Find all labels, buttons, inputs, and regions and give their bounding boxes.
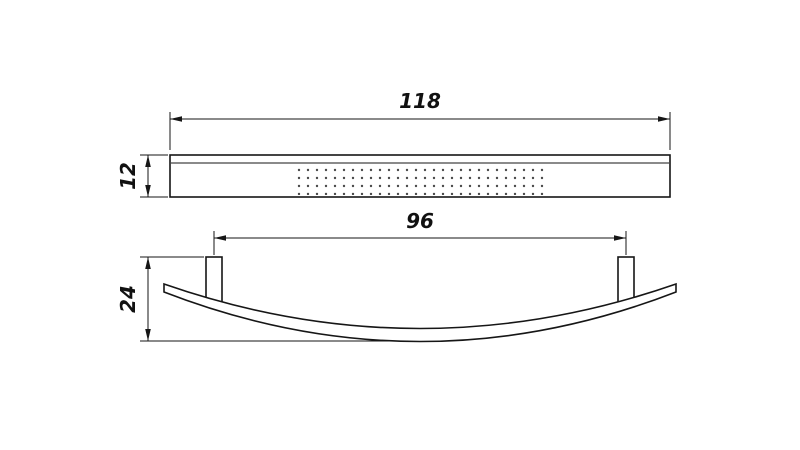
top-view (169, 154, 671, 198)
dim-profile-height (140, 154, 168, 198)
handle-bow-outline (163, 282, 677, 343)
front-view (163, 256, 677, 343)
mounting-post-right (617, 256, 635, 303)
dim-profile-height-label: 12 (116, 162, 140, 190)
knurl-dots-area (297, 165, 547, 195)
dim-mounting-distance (213, 231, 627, 255)
dim-handle-depth-label: 24 (116, 285, 140, 313)
dim-overall-length-label: 118 (399, 89, 441, 113)
dim-mounting-distance-label: 96 (406, 209, 434, 233)
mounting-post-left (205, 256, 223, 303)
dim-handle-depth (140, 256, 420, 342)
dim-overall-length (169, 112, 671, 150)
